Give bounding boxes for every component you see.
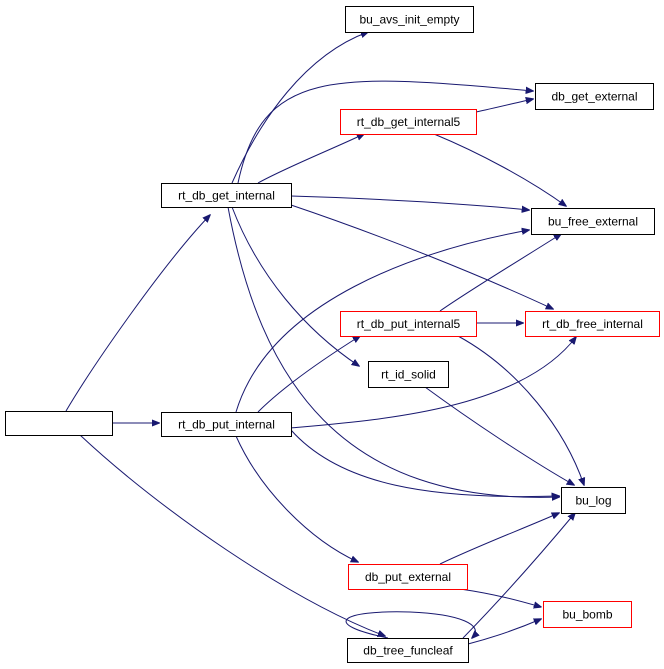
node-db-get-external[interactable]: db_get_external: [535, 83, 654, 110]
edge-db-tree-funcleaf-to-bu-log: [462, 513, 575, 639]
node-rt-db-free-internal[interactable]: rt_db_free_internal: [525, 311, 660, 337]
node-box: [531, 208, 655, 235]
edge-db-put-external-to-bu-log: [439, 513, 559, 565]
node-bu-avs-init-empty[interactable]: bu_avs_init_empty: [345, 6, 474, 33]
edge-rt-db-get-internal5-to-db-get-external: [475, 99, 533, 113]
edge-rt-db-put-internal-to-bu-log: [290, 429, 559, 497]
node-label: rt_db_free_internal: [542, 317, 643, 331]
node-box: [340, 311, 477, 337]
node-label: wdb_identitize: [20, 417, 97, 431]
edge-rt-db-get-internal5-to-bu-free-external: [433, 133, 566, 206]
node-box: [368, 361, 449, 388]
edge-rt-db-get-internal-to-rt-db-free-internal: [290, 204, 553, 309]
node-box: [543, 601, 632, 628]
edge-rt-db-put-internal-to-bu-free-external: [235, 230, 529, 413]
node-label: rt_db_get_internal5: [357, 115, 461, 129]
node-label: bu_free_external: [548, 215, 638, 229]
node-rt-db-get-internal[interactable]: rt_db_get_internal: [161, 183, 292, 208]
nodes-layer: wdb_identitize rt_db_get_internal rt_db_pu…: [5, 6, 660, 663]
node-rt-db-put-internal[interactable]: rt_db_put_internal: [161, 412, 292, 437]
edge-rt-db-get-internal-to-bu-avs-init-empty: [231, 32, 368, 184]
node-db-put-external[interactable]: db_put_external: [348, 564, 468, 590]
node-db-tree-funcleaf[interactable]: db_tree_funcleaf: [347, 638, 469, 663]
edge-rt-db-put-internal5-to-bu-log: [457, 335, 584, 485]
node-label: db_tree_funcleaf: [363, 644, 453, 658]
node-label: rt_db_put_internal: [178, 418, 275, 432]
node-box: [340, 109, 477, 135]
edge-rt-db-put-internal-to-db-put-external: [235, 435, 358, 562]
edge-db-put-external-to-bu-bomb: [459, 588, 541, 607]
node-label: bu_bomb: [562, 608, 612, 622]
node-rt-db-put-internal5[interactable]: rt_db_put_internal5: [340, 311, 477, 337]
edge-rt-db-put-internal-to-rt-db-free-internal: [290, 337, 576, 429]
node-label: rt_db_get_internal: [178, 189, 275, 203]
node-bu-bomb[interactable]: bu_bomb: [543, 601, 632, 628]
node-box: [161, 183, 292, 208]
edge-rt-id-solid-to-bu-log: [424, 386, 574, 485]
edge-rt-db-get-internal-to-bu-log: [227, 206, 559, 497]
node-box: [5, 411, 113, 436]
edge-rt-db-get-internal-to-db-get-external: [237, 80, 533, 184]
edge-db-tree-funcleaf-to-bu-bomb: [467, 619, 541, 645]
node-box: [347, 638, 469, 663]
edges-layer: [65, 32, 584, 645]
node-box: [161, 412, 292, 437]
node-bu-free-external[interactable]: bu_free_external: [531, 208, 655, 235]
node-rt-db-get-internal5[interactable]: rt_db_get_internal5: [340, 109, 477, 135]
node-wdb-identitize: wdb_identitize: [5, 411, 113, 436]
node-rt-id-solid[interactable]: rt_id_solid: [368, 361, 449, 388]
edge-rt-db-get-internal-to-bu-free-external: [290, 195, 529, 210]
node-box: [348, 564, 468, 590]
edge-wdb-identitize-to-db-tree-funcleaf: [79, 434, 385, 636]
edge-rt-db-get-internal-to-rt-db-get-internal5: [257, 134, 364, 184]
node-label: db_get_external: [551, 90, 637, 104]
node-label: db_put_external: [365, 570, 451, 584]
edge-wdb-identitize-to-rt-db-get-internal: [65, 215, 210, 412]
node-box: [525, 311, 660, 337]
node-box: [561, 487, 626, 514]
edge-rt-db-put-internal-to-rt-db-put-internal5: [257, 336, 360, 413]
node-bu-log[interactable]: bu_log: [561, 487, 626, 514]
node-label: rt_db_put_internal5: [357, 317, 461, 331]
edge-db-tree-funcleaf-to-db-tree-funcleaf: [345, 611, 475, 638]
node-box: [535, 83, 654, 110]
node-label: bu_log: [575, 494, 611, 508]
edge-rt-db-get-internal-to-rt-id-solid: [231, 206, 359, 366]
edge-rt-db-put-internal5-to-bu-free-external: [439, 234, 561, 312]
node-label: bu_avs_init_empty: [359, 13, 459, 27]
node-label: rt_id_solid: [381, 368, 436, 382]
node-box: [345, 6, 474, 33]
